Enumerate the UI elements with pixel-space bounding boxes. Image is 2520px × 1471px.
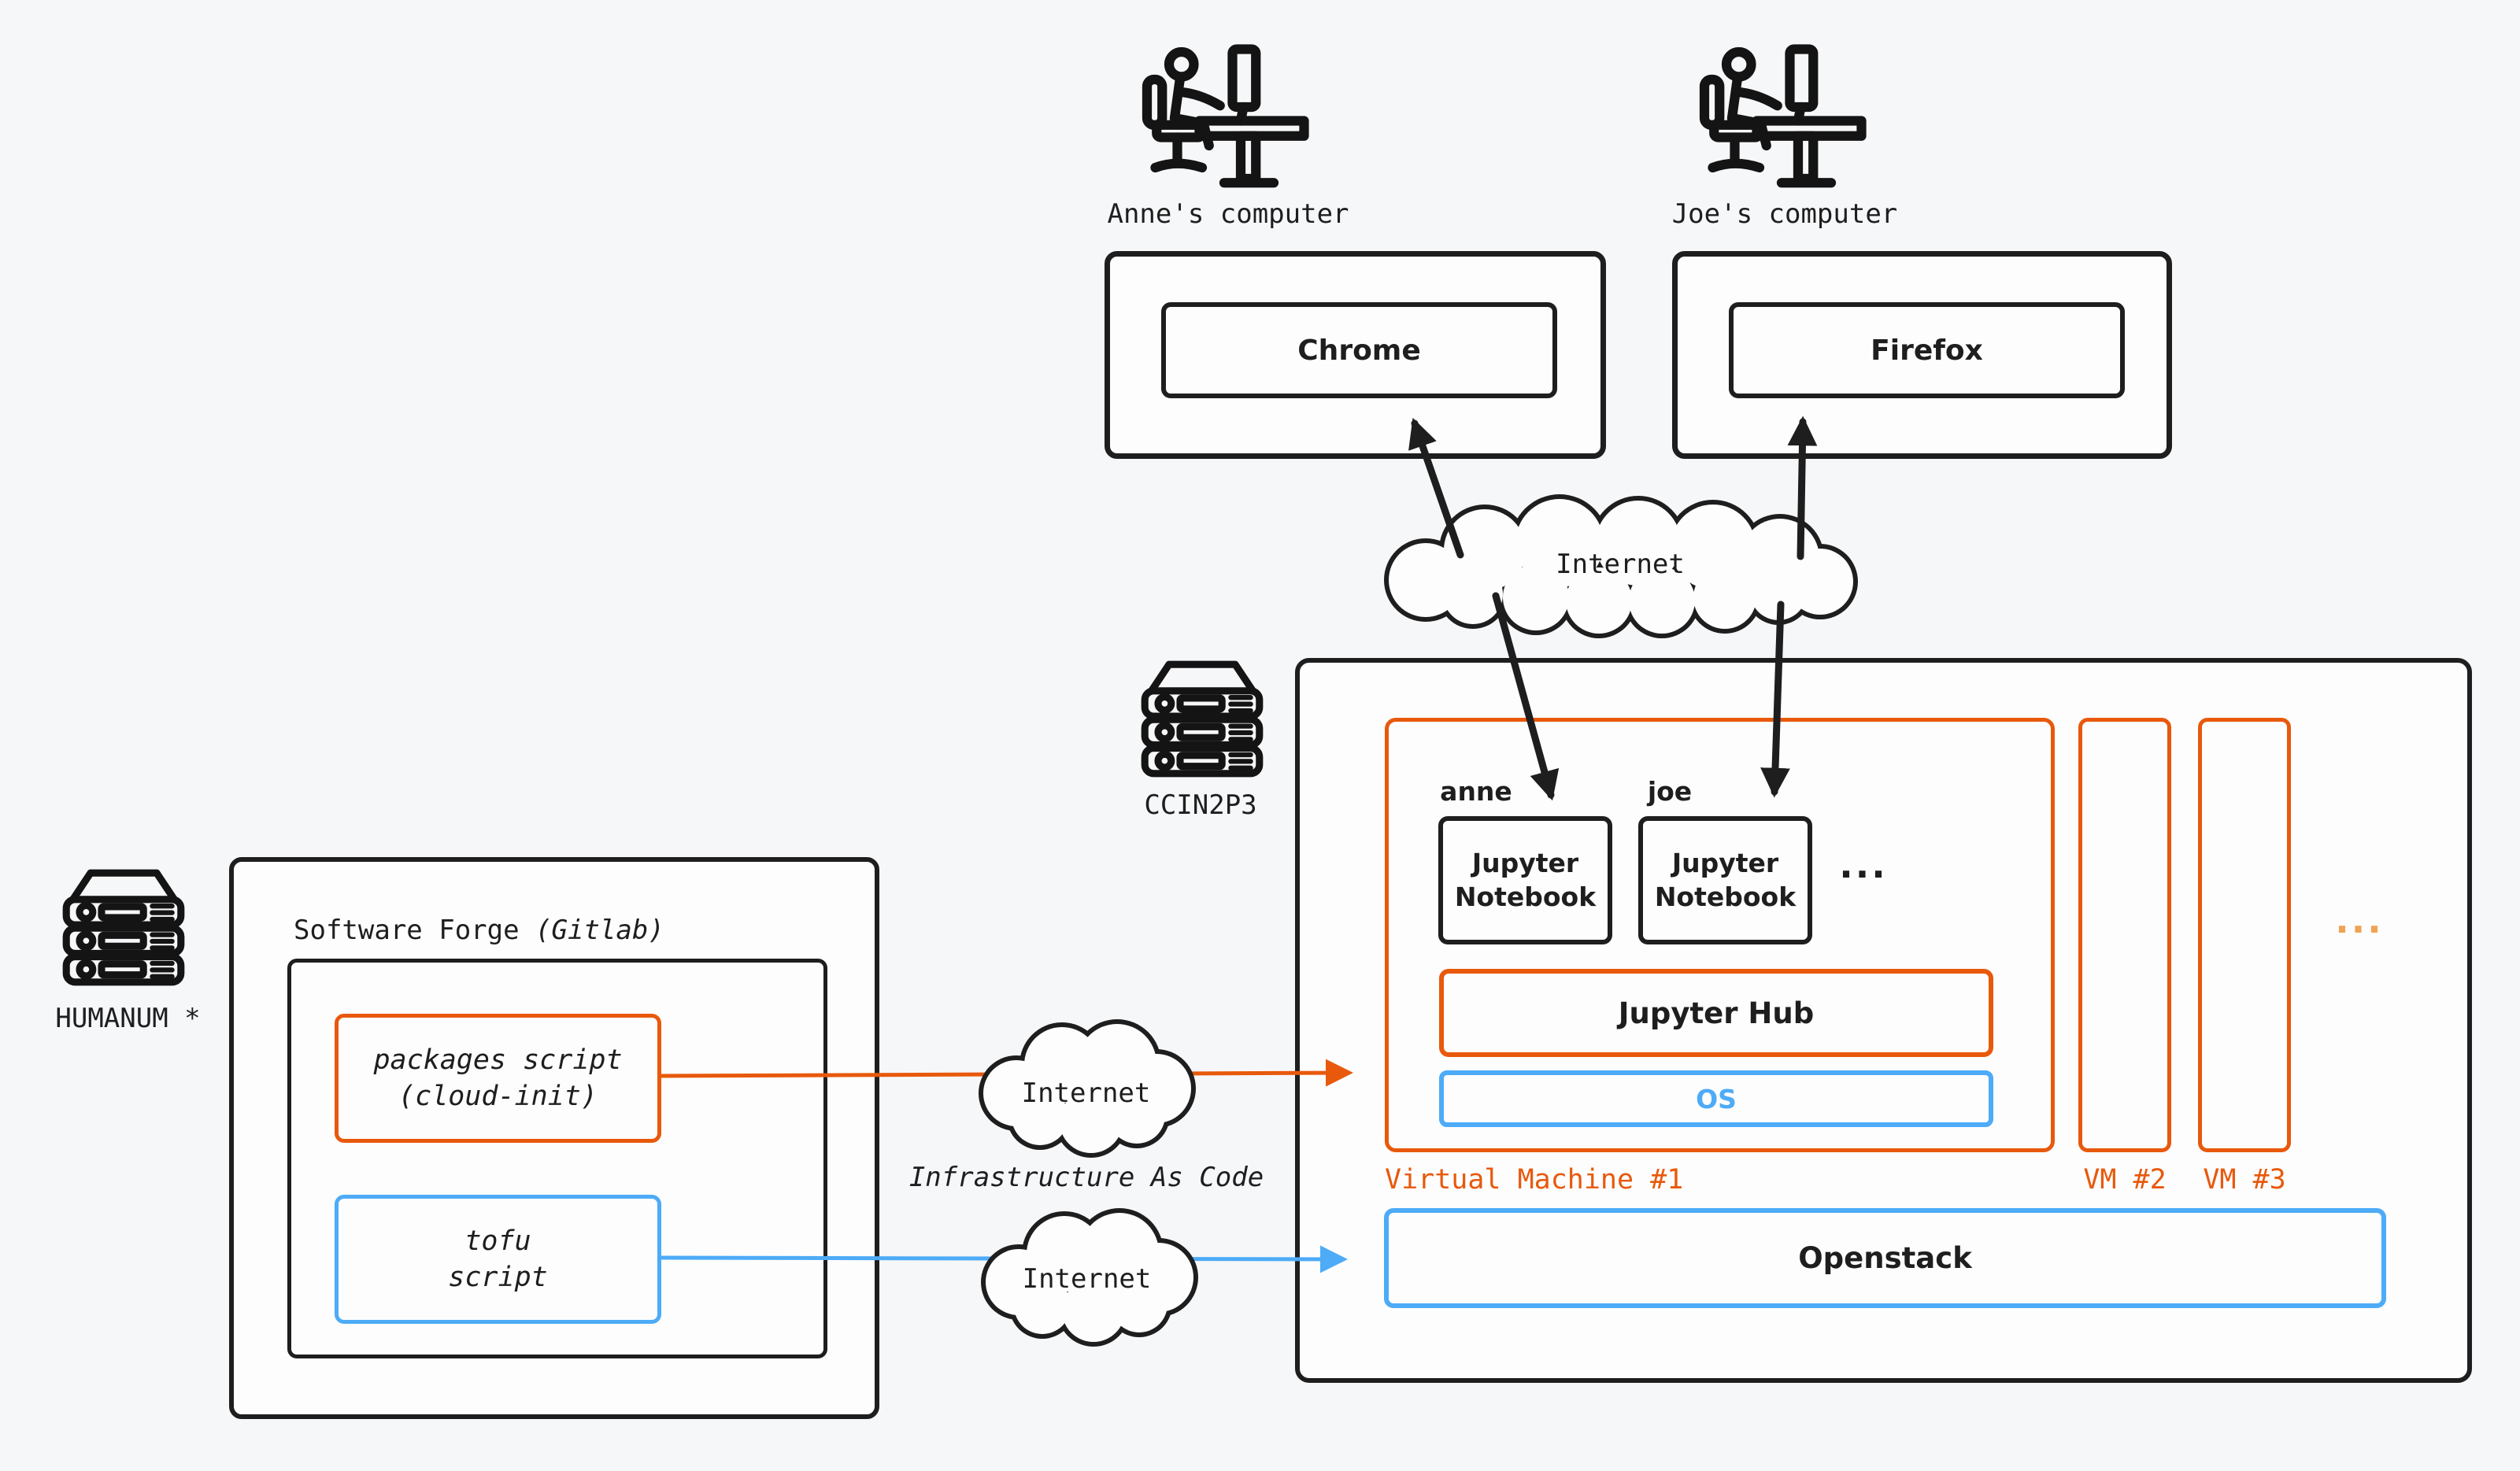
notebooks-ellipsis: ... [1839,844,1888,886]
vm3-box [2198,718,2291,1152]
software-forge-title: Software Forge (Gitlab) [294,915,664,946]
jupyter-hub-label: Jupyter Hub [1618,996,1815,1030]
os-label: OS [1696,1083,1737,1114]
ccin2p3-server-icon [1145,664,1260,774]
tofu-script-label: tofu script [448,1225,548,1293]
firefox-box: Firefox [1729,302,2125,398]
joe-workstation-icon [1704,50,1862,183]
vm3-label: VM #3 [2203,1164,2286,1196]
software-forge-title-suffix: (Gitlab) [535,915,664,946]
iac-label: Infrastructure As Code [908,1162,1264,1193]
jupyter-notebook-anne-box: Jupyter Notebook [1438,816,1612,944]
jupyter-notebook-label: Jupyter Notebook [1454,847,1597,912]
packages-script-box: packages script (cloud-init) [335,1014,661,1143]
packages-script-label: packages script (cloud-init) [373,1044,623,1112]
software-forge-title-text: Software Forge [294,915,536,946]
joe-computer-label: Joe's computer [1671,198,1898,230]
humanum-server-icon [66,873,181,982]
anne-computer-label: Anne's computer [1107,198,1349,230]
jupyter-notebook-label: Jupyter Notebook [1654,847,1797,912]
openstack-box: Openstack [1384,1208,2386,1308]
chrome-box: Chrome [1161,302,1557,398]
internet-label-middle: Internet [1021,1077,1151,1109]
vm1-label: Virtual Machine #1 [1385,1164,1684,1196]
humanum-label: HUMANUM * [55,1003,201,1034]
internet-label-bottom: Internet [1022,1263,1152,1295]
jupyter-notebook-joe-box: Jupyter Notebook [1638,816,1812,944]
vm1-box [1385,718,2055,1152]
more-vms-ellipsis: ... [2335,899,2384,941]
firefox-label: Firefox [1871,334,1983,367]
vm2-box [2078,718,2171,1152]
internet-label-top: Internet [1556,549,1685,580]
openstack-label: Openstack [1798,1241,1972,1275]
anne-workstation-icon [1147,50,1304,183]
ccin2p3-label: CCIN2P3 [1144,789,1257,821]
anne-name-label: anne [1440,776,1512,807]
jupyter-hub-box: Jupyter Hub [1439,969,1993,1057]
tofu-script-box: tofu script [335,1195,661,1324]
chrome-label: Chrome [1297,334,1421,367]
os-box: OS [1439,1070,1993,1127]
vm2-label: VM #2 [2083,1164,2167,1196]
joe-name-label: joe [1647,776,1693,807]
